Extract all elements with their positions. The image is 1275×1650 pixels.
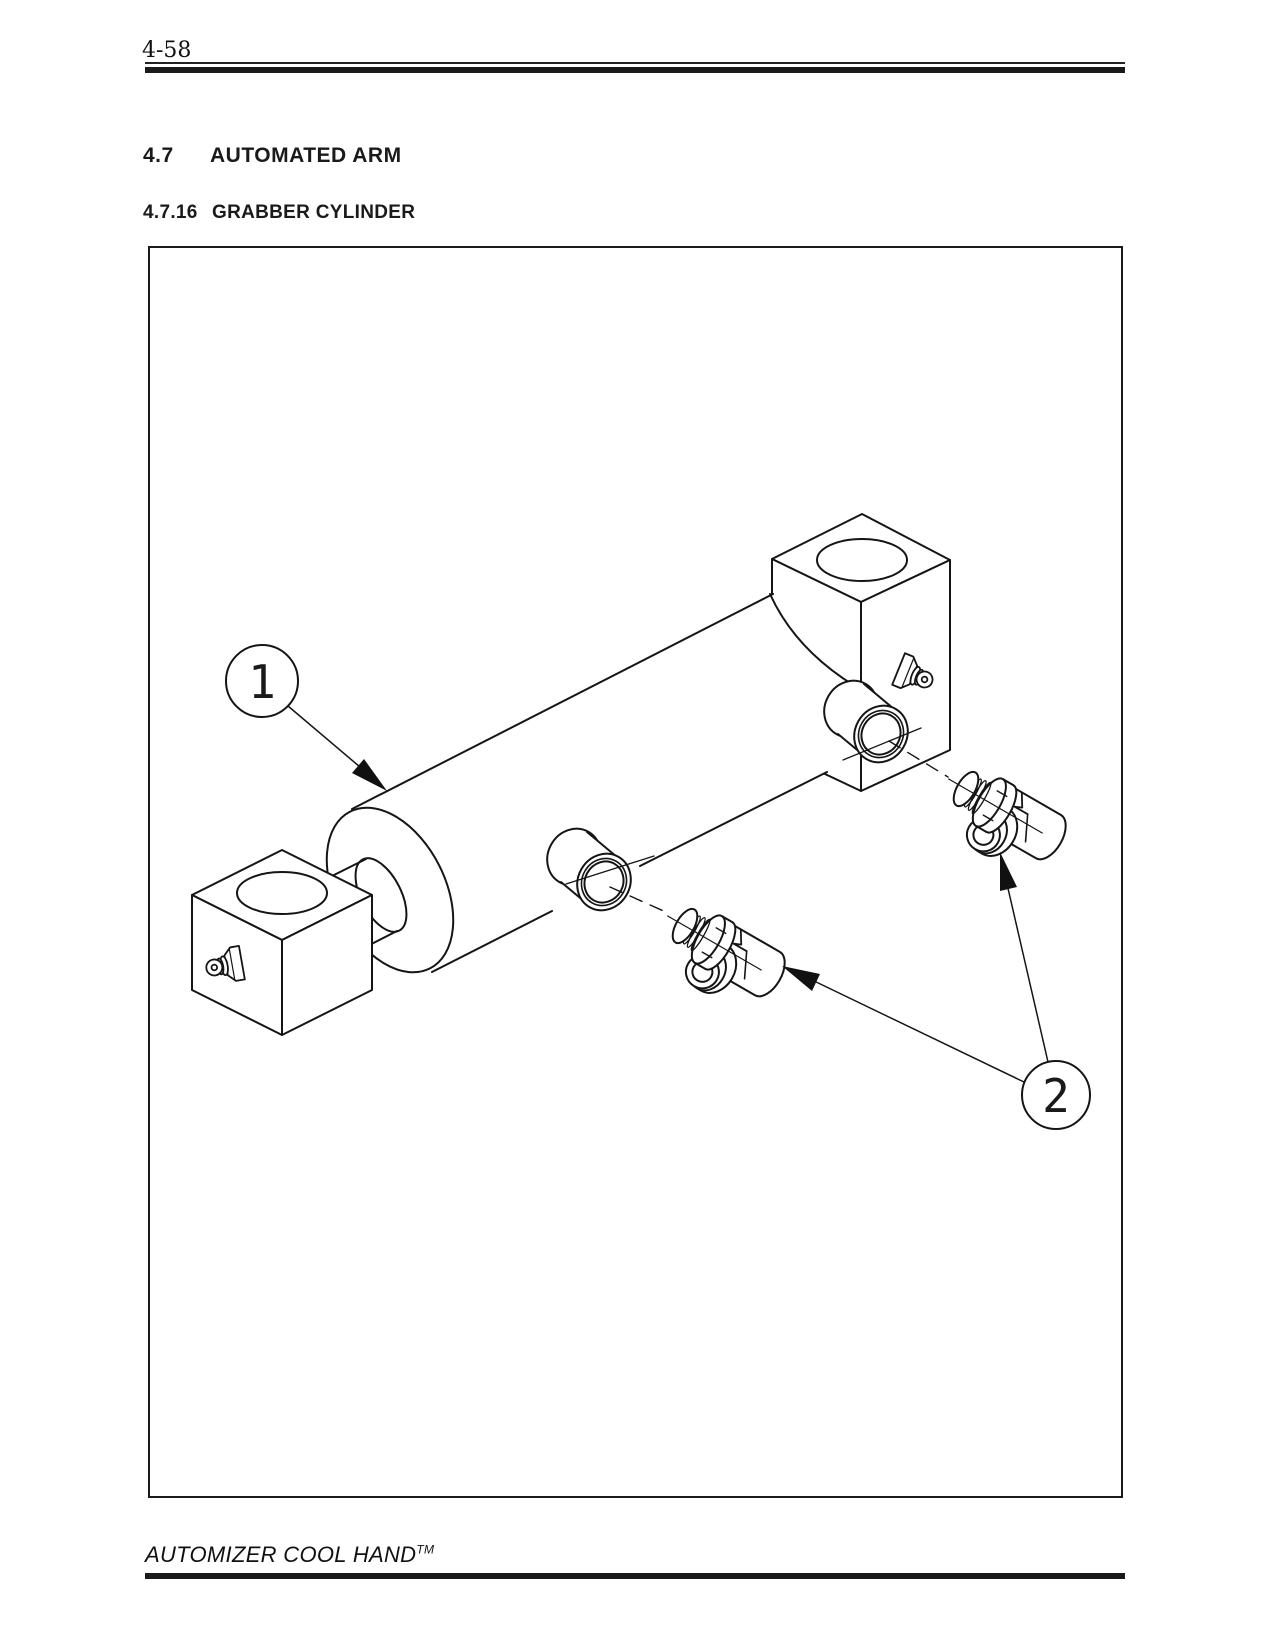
figure-border xyxy=(148,246,1123,1498)
header-rule-thin xyxy=(145,62,1125,64)
trademark-symbol: TM xyxy=(416,1542,435,1557)
header-rule-thick xyxy=(145,67,1125,73)
subsection-title: GRABBER CYLINDER xyxy=(212,202,416,223)
subsection-heading: 4.7.16 GRABBER CYLINDER xyxy=(0,202,1275,226)
footer-brand-text: AUTOMIZER COOL HAND xyxy=(145,1542,417,1567)
footer-rule xyxy=(145,1573,1125,1579)
section-number: 4.7 xyxy=(143,144,174,167)
section-heading: 4.7 AUTOMATED ARM xyxy=(0,144,1275,170)
section-title: AUTOMATED ARM xyxy=(210,144,402,167)
page-number: 4-58 xyxy=(142,38,192,63)
footer-brand: AUTOMIZER COOL HANDTM xyxy=(145,1542,434,1568)
subsection-number: 4.7.16 xyxy=(143,202,198,223)
